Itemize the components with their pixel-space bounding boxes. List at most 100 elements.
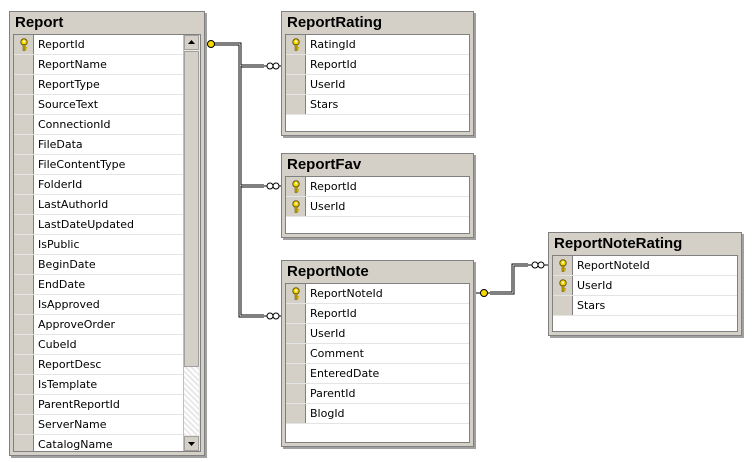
row-selector[interactable] <box>14 295 34 314</box>
column-row[interactable]: ReportDesc <box>14 355 200 375</box>
vertical-scrollbar[interactable] <box>183 35 200 451</box>
column-name: FileData <box>38 138 83 151</box>
row-selector[interactable] <box>14 435 34 451</box>
row-selector[interactable] <box>14 255 34 274</box>
scroll-thumb[interactable] <box>184 51 199 367</box>
column-name: ReportDesc <box>38 358 102 371</box>
row-selector[interactable] <box>286 35 306 54</box>
column-row[interactable]: FileContentType <box>14 155 200 175</box>
column-row[interactable]: UserId <box>286 75 469 95</box>
row-selector[interactable] <box>286 95 306 114</box>
column-name: ReportName <box>38 58 107 71</box>
row-selector[interactable] <box>553 296 573 315</box>
column-row[interactable]: CatalogName <box>14 435 200 451</box>
column-row[interactable]: LastDateUpdated <box>14 215 200 235</box>
column-row[interactable]: FolderId <box>14 175 200 195</box>
column-row[interactable]: EnteredDate <box>286 364 469 384</box>
column-row[interactable]: UserId <box>286 197 469 217</box>
infinity-connector-icon <box>264 312 282 320</box>
row-selector[interactable] <box>553 276 573 295</box>
row-selector[interactable] <box>286 177 306 196</box>
row-selector[interactable] <box>14 415 34 434</box>
table-title[interactable]: ReportFav <box>282 154 473 176</box>
column-row[interactable]: ReportId <box>286 55 469 75</box>
column-row[interactable]: ReportName <box>14 55 200 75</box>
column-row[interactable]: ReportId <box>14 35 200 55</box>
column-row[interactable]: ReportNoteId <box>286 284 469 304</box>
row-selector[interactable] <box>286 197 306 216</box>
table-title[interactable]: ReportNote <box>282 261 473 283</box>
column-row[interactable]: BlogId <box>286 404 469 424</box>
column-row[interactable]: FileData <box>14 135 200 155</box>
row-selector[interactable] <box>14 355 34 374</box>
column-row[interactable]: Stars <box>286 95 469 115</box>
row-selector[interactable] <box>14 375 34 394</box>
arrow-up-icon[interactable] <box>184 35 199 50</box>
column-row[interactable]: SourceText <box>14 95 200 115</box>
column-name: LastDateUpdated <box>38 218 135 231</box>
row-selector[interactable] <box>286 304 306 323</box>
column-row[interactable]: ConnectionId <box>14 115 200 135</box>
column-row[interactable]: ReportId <box>286 304 469 324</box>
row-selector[interactable] <box>286 324 306 343</box>
row-selector[interactable] <box>14 75 34 94</box>
row-selector[interactable] <box>14 175 34 194</box>
row-selector[interactable] <box>286 364 306 383</box>
row-selector[interactable] <box>286 284 306 303</box>
row-selector[interactable] <box>14 275 34 294</box>
column-row[interactable]: ParentReportId <box>14 395 200 415</box>
column-row[interactable]: IsApproved <box>14 295 200 315</box>
row-selector[interactable] <box>14 235 34 254</box>
column-row[interactable]: CubeId <box>14 335 200 355</box>
column-row[interactable]: RatingId <box>286 35 469 55</box>
row-selector[interactable] <box>286 384 306 403</box>
column-row[interactable]: EndDate <box>14 275 200 295</box>
row-selector[interactable] <box>14 35 34 54</box>
column-name: ReportId <box>310 58 357 71</box>
row-selector[interactable] <box>14 95 34 114</box>
column-row[interactable]: UserId <box>553 276 737 296</box>
column-row[interactable]: ApproveOrder <box>14 315 200 335</box>
row-selector[interactable] <box>14 315 34 334</box>
row-selector[interactable] <box>14 335 34 354</box>
arrow-down-icon[interactable] <box>184 436 199 451</box>
table-title[interactable]: ReportRating <box>282 12 473 34</box>
row-selector[interactable] <box>553 256 573 275</box>
table-title[interactable]: Report <box>10 12 204 34</box>
column-row[interactable]: IsTemplate <box>14 375 200 395</box>
row-selector[interactable] <box>286 75 306 94</box>
table-title[interactable]: ReportNoteRating <box>549 233 741 255</box>
column-name: BeginDate <box>38 258 96 271</box>
row-selector[interactable] <box>14 215 34 234</box>
column-row[interactable]: UserId <box>286 324 469 344</box>
row-selector[interactable] <box>286 55 306 74</box>
column-row[interactable]: LastAuthorId <box>14 195 200 215</box>
column-row[interactable]: ReportType <box>14 75 200 95</box>
column-row[interactable]: ReportId <box>286 177 469 197</box>
column-name: BlogId <box>310 407 345 420</box>
row-selector[interactable] <box>14 115 34 134</box>
column-row[interactable]: BeginDate <box>14 255 200 275</box>
column-row[interactable]: IsPublic <box>14 235 200 255</box>
row-selector[interactable] <box>14 155 34 174</box>
column-name: UserId <box>310 327 346 340</box>
row-selector[interactable] <box>14 135 34 154</box>
column-row[interactable]: ParentId <box>286 384 469 404</box>
row-selector[interactable] <box>14 395 34 414</box>
column-name: UserId <box>577 279 613 292</box>
scroll-track[interactable] <box>184 367 199 435</box>
row-selector[interactable] <box>286 344 306 363</box>
column-row[interactable]: Stars <box>553 296 737 316</box>
column-row[interactable]: Comment <box>286 344 469 364</box>
row-selector[interactable] <box>14 55 34 74</box>
row-selector[interactable] <box>286 404 306 423</box>
row-selector[interactable] <box>14 195 34 214</box>
column-row[interactable]: ReportNoteId <box>553 256 737 276</box>
column-row[interactable]: ServerName <box>14 415 200 435</box>
